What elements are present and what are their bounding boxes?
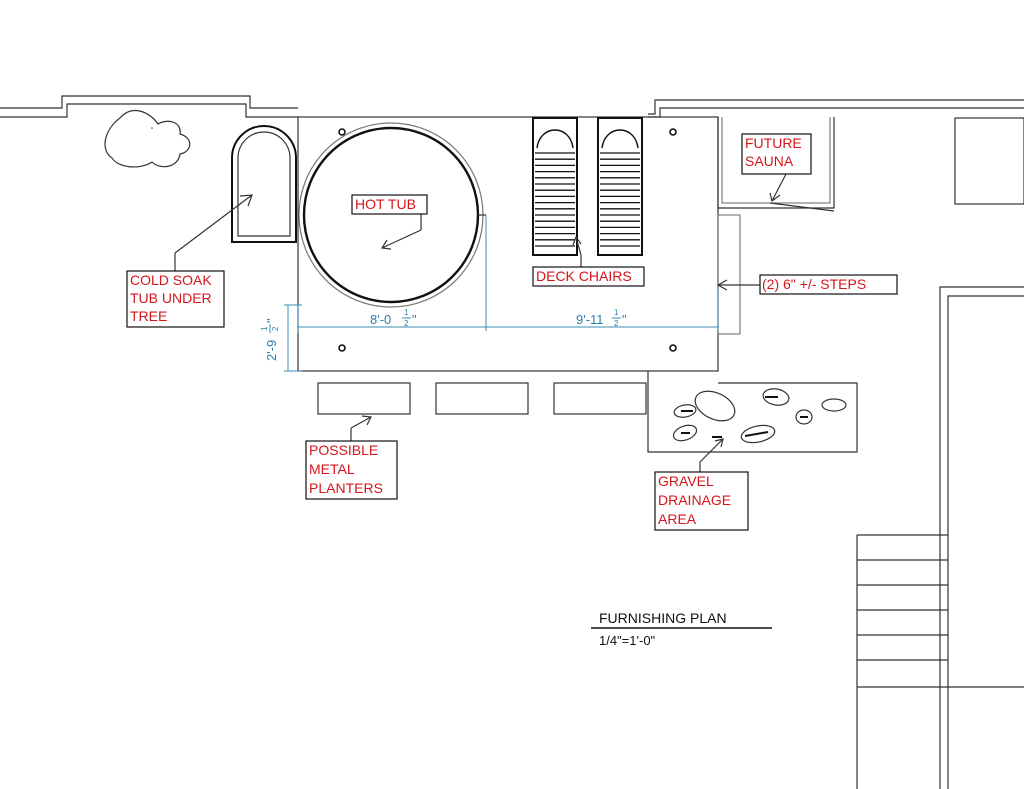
- deck-chair: [597, 117, 643, 256]
- svg-text:FURNISHING PLAN: FURNISHING PLAN: [599, 610, 727, 626]
- svg-text:GRAVEL: GRAVEL: [658, 473, 714, 489]
- svg-text:2: 2: [614, 319, 619, 328]
- svg-text:": ": [622, 312, 627, 327]
- svg-text:1/4"=1'-0": 1/4"=1'-0": [599, 633, 656, 648]
- svg-text:HOT TUB: HOT TUB: [355, 196, 416, 212]
- deck-post-marker: [338, 128, 346, 136]
- exterior-stairs: [856, 534, 1024, 789]
- svg-text:METAL: METAL: [309, 461, 355, 477]
- label-hot-tub: HOT TUB: [351, 194, 428, 215]
- dimension-lines: [284, 215, 719, 372]
- leader-lines: [174, 173, 787, 472]
- svg-text:TUB UNDER: TUB UNDER: [130, 290, 212, 306]
- deck-post-marker: [669, 128, 677, 136]
- hot-tub: [298, 122, 486, 308]
- svg-text:SAUNA: SAUNA: [745, 153, 794, 169]
- right-building: [939, 117, 1024, 789]
- label-cold-soak: COLD SOAK TUB UNDER TREE: [126, 270, 225, 328]
- dim-width-right: 9'-11 1 2 ": [576, 308, 627, 328]
- svg-text:(2) 6" +/- STEPS: (2) 6" +/- STEPS: [762, 276, 866, 292]
- svg-text:1: 1: [260, 326, 269, 331]
- svg-text:AREA: AREA: [658, 511, 697, 527]
- svg-text:1: 1: [614, 308, 619, 317]
- svg-text:POSSIBLE: POSSIBLE: [309, 442, 378, 458]
- svg-text:PLANTERS: PLANTERS: [309, 480, 383, 496]
- label-steps: (2) 6" +/- STEPS: [759, 274, 898, 295]
- planter: [553, 382, 647, 415]
- svg-text:COLD SOAK: COLD SOAK: [130, 272, 212, 288]
- svg-text:9'-11: 9'-11: [576, 312, 604, 327]
- svg-text:1: 1: [404, 308, 409, 317]
- dim-width-left: 8'-0 1 2 ": [370, 308, 417, 328]
- label-deck-chairs: DECK CHAIRS: [532, 266, 645, 287]
- svg-text:8'-0: 8'-0: [370, 312, 391, 327]
- label-future-sauna: FUTURE SAUNA: [741, 133, 812, 175]
- cold-soak-tub: [231, 125, 297, 243]
- deck-post-marker: [669, 344, 677, 352]
- planter: [317, 382, 411, 415]
- dim-height: 2'-9 1 2 ": [260, 318, 280, 361]
- label-gravel: GRAVEL DRAINAGE AREA: [654, 471, 749, 531]
- svg-text:DECK CHAIRS: DECK CHAIRS: [536, 268, 632, 284]
- deck-chair: [532, 117, 578, 256]
- plan-title: FURNISHING PLAN 1/4"=1'-0": [591, 610, 772, 648]
- svg-text:": ": [412, 312, 417, 327]
- gravel-area: [647, 371, 858, 453]
- deck-post-marker: [338, 344, 346, 352]
- svg-text:2'-9: 2'-9: [264, 340, 279, 361]
- svg-text:TREE: TREE: [130, 308, 167, 324]
- deck-steps: [717, 214, 741, 335]
- svg-text:2: 2: [404, 319, 409, 328]
- svg-text:DRAINAGE: DRAINAGE: [658, 492, 731, 508]
- svg-text:2: 2: [271, 326, 280, 331]
- svg-text:FUTURE: FUTURE: [745, 135, 802, 151]
- label-planters: POSSIBLE METAL PLANTERS: [305, 440, 398, 500]
- tree-shape: [104, 109, 191, 168]
- tree-center-dot: [151, 127, 153, 129]
- future-sauna: [717, 117, 835, 212]
- svg-text:": ": [264, 318, 279, 323]
- planter: [435, 382, 529, 415]
- main-deck: [297, 116, 719, 372]
- house-wall: [0, 95, 1024, 118]
